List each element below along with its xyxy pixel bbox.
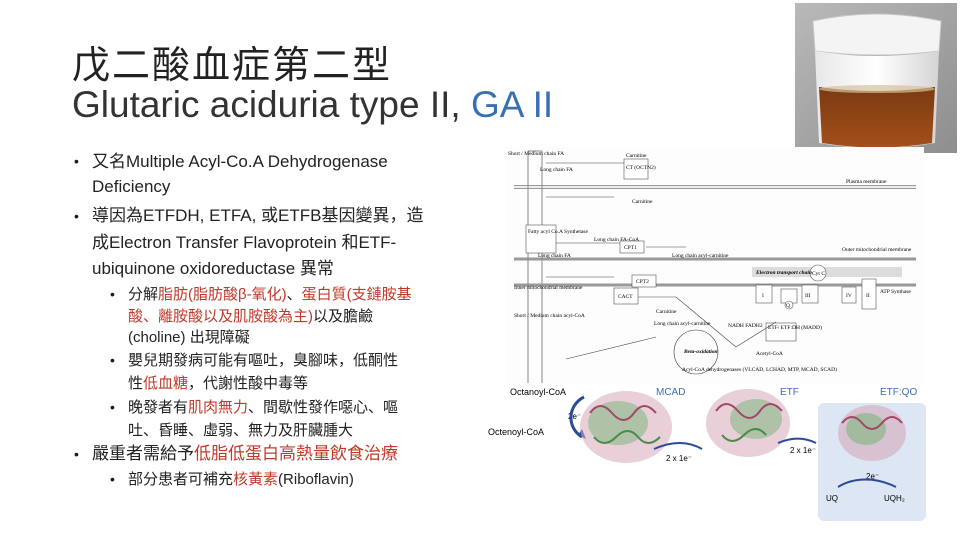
sub-bullet-1-line-1: 分解脂肪(脂肪酸β-氧化)、蛋白質(支鏈胺基 <box>128 286 412 303</box>
label-inner-membrane: Inner mitochondrial membrane <box>514 285 583 291</box>
curved-arrow-icon <box>569 395 585 439</box>
bullet-dot: • <box>74 208 79 224</box>
page-title-chinese: 戊二酸血症第二型 <box>72 43 393 87</box>
label-2x1e-1: 2 x 1e⁻ <box>666 454 692 463</box>
fatty-acid-oxidation-pathway-diagram: Short / Medium chain FA Long chain FA Ca… <box>506 147 924 405</box>
label-carnitine-3: Carnitine <box>656 309 677 315</box>
label-mcad: MCAD <box>656 387 685 398</box>
label-lc-acyl-carnitine-1: Long chain acyl-carnitine <box>672 253 729 259</box>
label-dehydrogenases: Acyl-CoA dehydrogenases (VLCAD, LCHAD, M… <box>682 366 837 373</box>
label-2e-right: 2e⁻ <box>866 472 879 481</box>
label-nadh: NADH FADH2 <box>728 323 763 329</box>
bullet-3: 嚴重者需給予低脂低蛋白高熱量飲食治療 <box>92 444 398 463</box>
label-carnitine-2: Carnitine <box>632 199 653 205</box>
title-abbr: GA II <box>470 84 554 125</box>
label-outer-membrane: Outer mitochondrial membrane <box>842 247 912 253</box>
sub-bullet-3-line-1: 晚發者有肌肉無力、間歇性發作噁心、嘔 <box>128 399 399 416</box>
label-q: Q <box>786 303 790 309</box>
label-lc-acyl-carnitine-2: Long chain acyl-carnitine <box>654 321 711 327</box>
label-cact: CACT <box>618 294 633 300</box>
label-fatty-acyl: Fatty acyl Co.A Synthetase <box>528 229 588 235</box>
label-atp: ATP Synthase <box>880 289 911 295</box>
label-uqh2: UQH₂ <box>884 494 905 503</box>
sub-bullet-dot: • <box>110 471 115 487</box>
label-complex-iii: III <box>805 293 811 299</box>
label-plasma-membrane: Plasma membrane <box>846 179 887 185</box>
label-complex-ii: II <box>866 293 870 299</box>
urine-jar-photo <box>795 3 957 153</box>
label-uq: UQ <box>826 494 838 503</box>
label-carnitine-1: Carnitine <box>626 153 647 159</box>
bullet-1-line-1: 又名Multiple Acyl-Co.A Dehydrogenase <box>92 152 388 171</box>
sub-bullet-4: 部分患者可補充核黃素(Riboflavin) <box>128 471 354 488</box>
bullet-dot: • <box>74 153 79 169</box>
mcad-structure-image <box>580 391 672 463</box>
label-cpt2: CPT2 <box>636 279 649 285</box>
label-cpt1: CPT1 <box>624 245 637 251</box>
sub-bullet-dot: • <box>110 286 115 302</box>
arrow-icon <box>653 442 703 450</box>
title-main: Glutaric aciduria type II, <box>72 84 471 125</box>
label-long-chain-fa-coa: Long chain FA-CoA <box>594 237 639 243</box>
sub-bullet-dot: • <box>110 352 115 368</box>
sub-bullet-1-line-3: (choline) 出現障礙 <box>128 329 250 346</box>
sub-bullet-1-line-2: 酸、離胺酸以及肌胺酸為主)以及膽鹼 <box>128 308 374 325</box>
label-etc: Electron transport chain <box>755 270 812 276</box>
label-long-chain-fa-1: Long chain FA <box>540 167 573 173</box>
label-long-chain-fa-2: Long chain FA <box>538 253 571 259</box>
bullet-2-line-1: 導因為ETFDH, ETFA, 或ETFB基因變異，造 <box>92 206 424 225</box>
label-ct: CT (OCTN2) <box>626 164 656 171</box>
label-etf-box: ETF/ ETF:DH (MADD) <box>768 324 822 331</box>
sub-bullet-3-line-2: 吐、昏睡、虛弱、無力及肝臟腫大 <box>128 422 354 439</box>
label-octanoyl: Octanoyl-CoA <box>510 387 566 397</box>
bullet-1-line-2: Deficiency <box>92 177 171 196</box>
label-2x1e-2: 2 x 1e⁻ <box>790 446 816 455</box>
label-2e-left: 2e⁻ <box>568 412 581 421</box>
bullet-dot: • <box>74 446 79 462</box>
electron-transfer-protein-figure: Octanoyl-CoA Octenoyl-CoA 2e⁻ MCAD ETF E… <box>486 383 930 523</box>
label-etfqo: ETF:QO <box>880 387 917 398</box>
label-octenoyl: Octenoyl-CoA <box>488 427 544 437</box>
bullet-2-line-2: 成Electron Transfer Flavoprotein 和ETF- <box>92 233 397 252</box>
label-complex-i: I <box>762 293 764 299</box>
label-short-medium-acyl: Short / Medium chain acyl-CoA <box>514 313 585 319</box>
label-complex-iv: IV <box>846 293 852 299</box>
arrow-icon <box>777 437 817 444</box>
etfqo-structure-image <box>838 405 906 461</box>
sub-bullet-2-line-1: 嬰兒期發病可能有嘔吐，臭腳味，低酮性 <box>128 352 399 369</box>
arrow-icon <box>837 478 897 488</box>
label-etf: ETF <box>780 387 799 398</box>
sub-bullet-2-line-2: 性低血糖，代謝性酸中毒等 <box>128 375 309 392</box>
label-cytc: Cyt C <box>812 271 825 277</box>
bullet-2-line-3: ubiquinone oxidoreductase 異常 <box>92 259 334 278</box>
label-acetyl: Acetyl-CoA <box>756 351 783 357</box>
sub-bullet-dot: • <box>110 399 115 415</box>
etf-structure-image <box>706 389 790 457</box>
label-short-medium: Short / Medium chain FA <box>508 151 564 157</box>
page-title-english: Glutaric aciduria type II, GA II <box>72 84 553 126</box>
label-beta-ox: Beta-oxidation <box>683 349 718 355</box>
